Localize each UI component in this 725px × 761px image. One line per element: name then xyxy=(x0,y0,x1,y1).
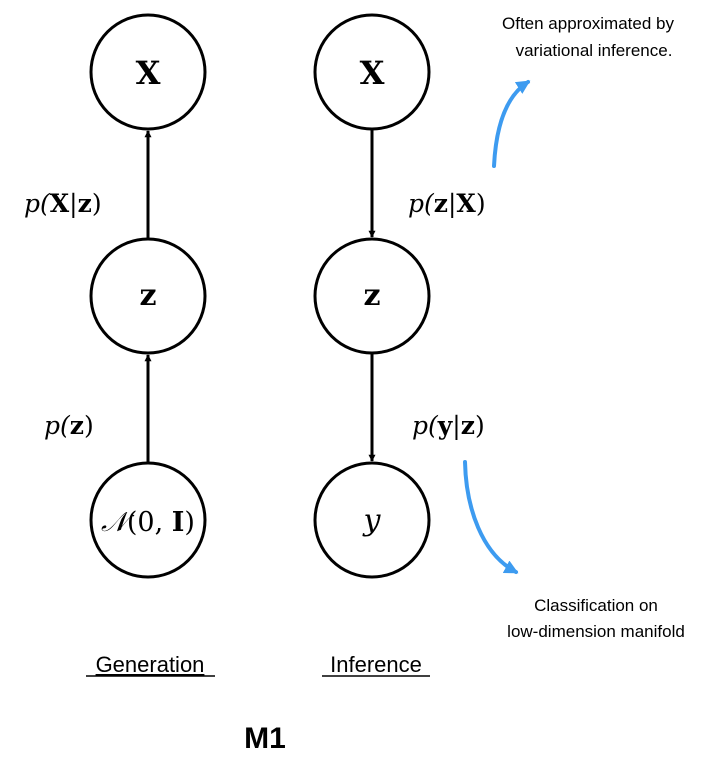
diagram-title: M1 xyxy=(244,722,286,755)
annotation-arrow-top xyxy=(492,80,531,168)
annotation-top-line1: Often approximated by xyxy=(502,14,674,33)
generation-column: X z 𝒩(0, I) p(X|z) p(z) Generation xyxy=(24,13,215,677)
inference-label: Inference xyxy=(330,652,422,677)
inf-node-x-label: X xyxy=(360,54,385,92)
gen-edge-label-upper: p(X|z) xyxy=(24,189,102,219)
gen-node-z-label: z xyxy=(139,278,156,313)
annotations: Often approximated by variational infere… xyxy=(463,14,685,641)
inf-node-z-label: z xyxy=(363,278,380,313)
gen-node-x xyxy=(89,13,207,131)
gen-node-x-label: X xyxy=(136,54,161,92)
gen-edge-label-lower: p(z) xyxy=(44,411,94,440)
generation-label: Generation xyxy=(96,652,205,677)
annotation-arrow-bottom xyxy=(463,460,519,574)
inf-edge-label-upper: p(z|X) xyxy=(408,189,486,219)
inf-node-y xyxy=(313,461,431,579)
inf-node-y-label: y xyxy=(362,503,382,538)
inference-column: X z y p(z|X) p(y|z) Inference xyxy=(313,13,486,677)
gen-node-prior-label: 𝒩(0, I) xyxy=(101,507,195,538)
annotation-bottom-line1: Classification on xyxy=(534,596,658,615)
inf-edge-label-lower: p(y|z) xyxy=(412,411,485,441)
annotation-bottom-line2: low-dimension manifold xyxy=(507,622,685,641)
annotation-top-line2: variational inference. xyxy=(516,41,673,60)
